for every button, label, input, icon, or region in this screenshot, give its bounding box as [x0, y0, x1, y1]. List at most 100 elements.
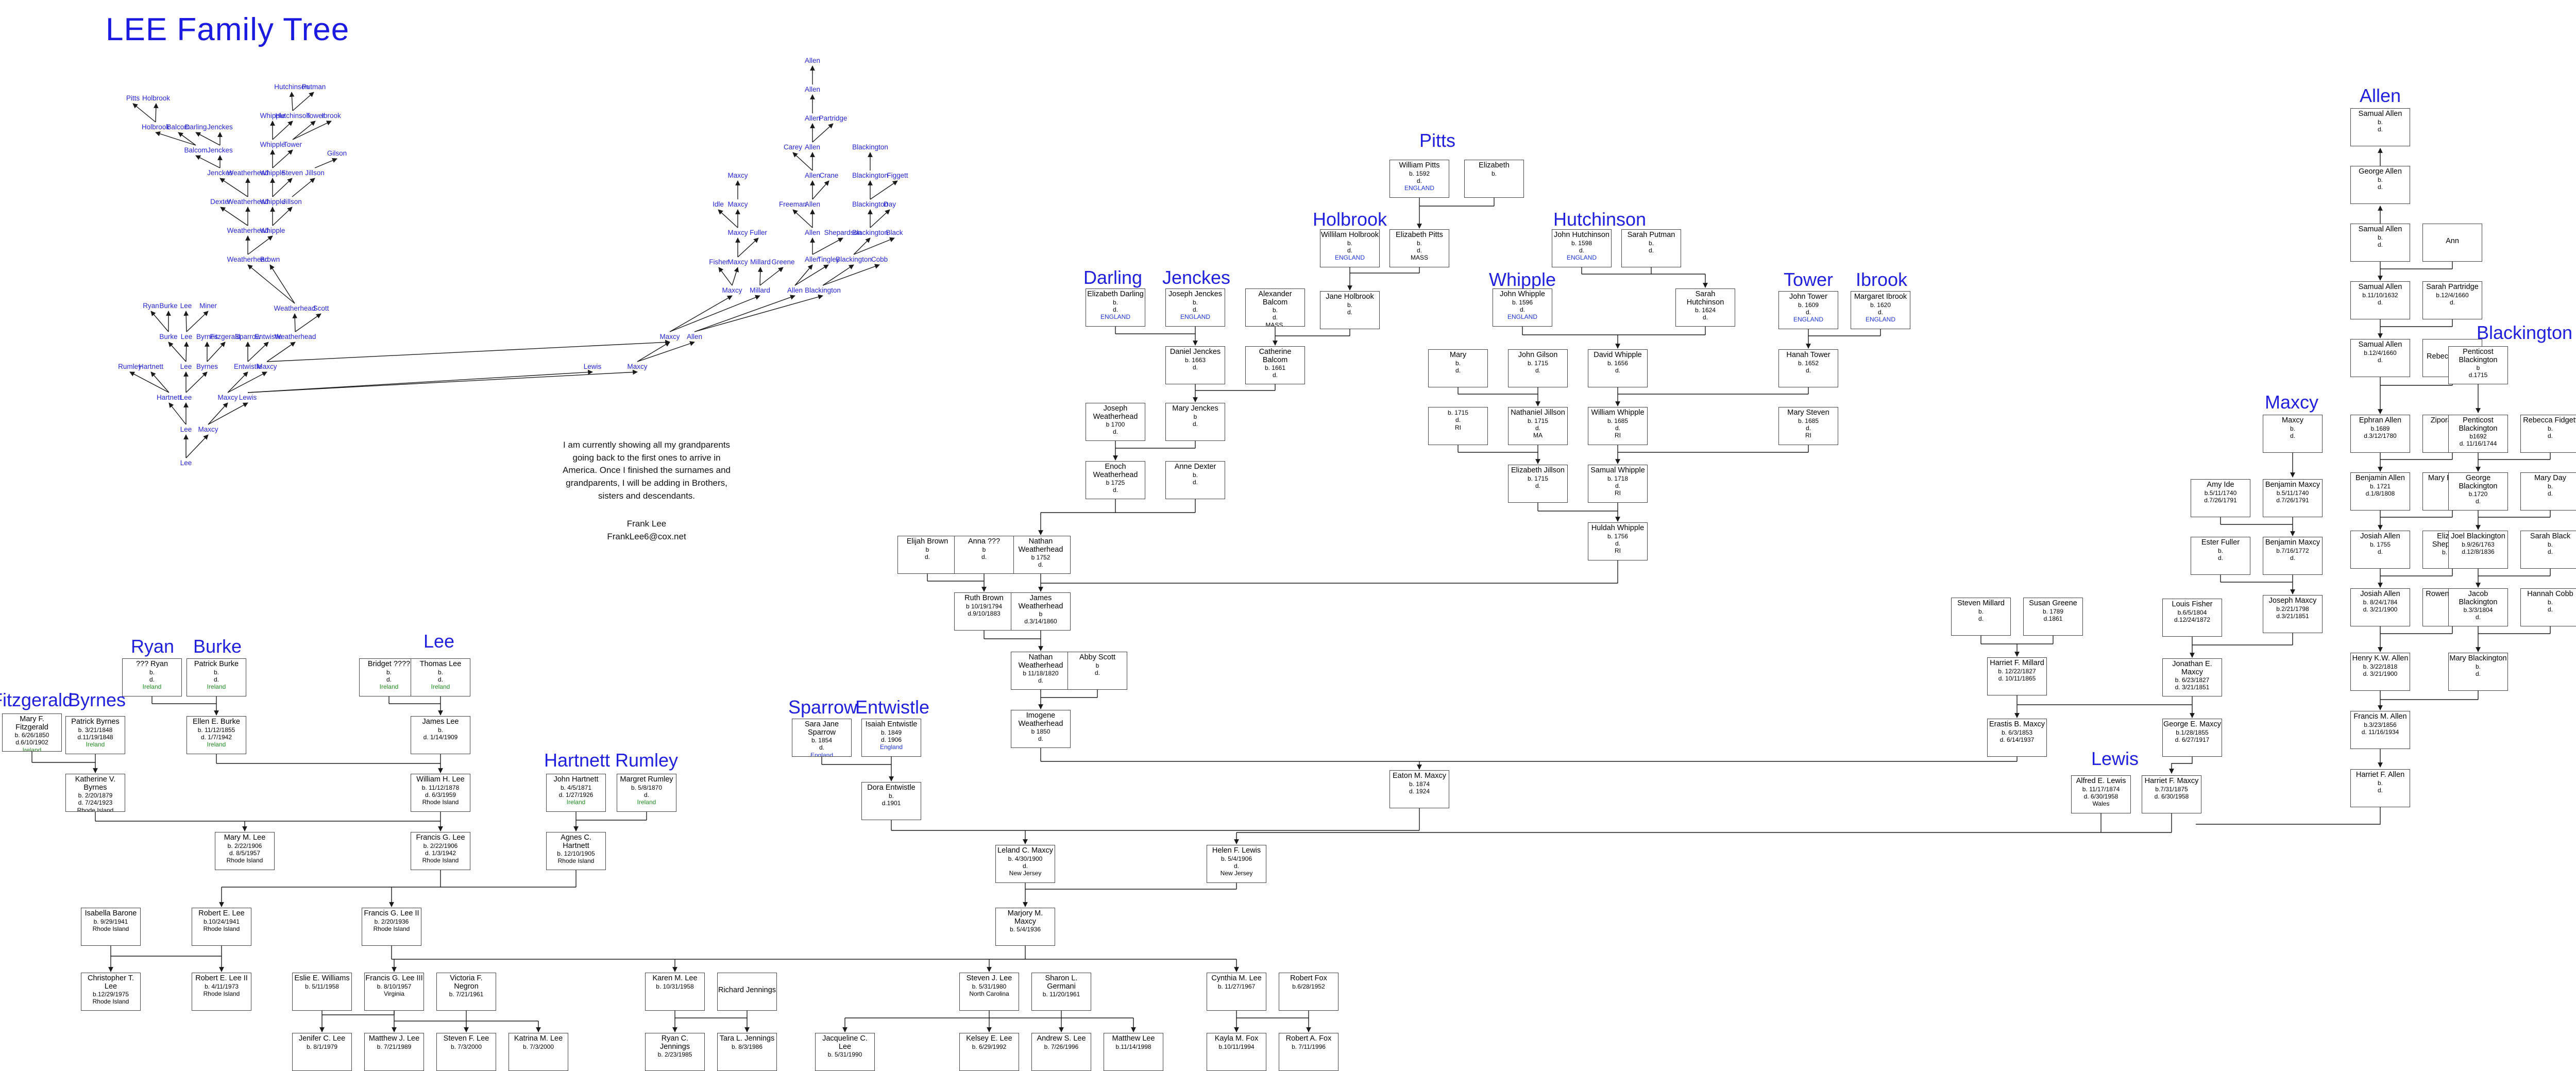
person-node-ann[interactable]: Ann	[2422, 224, 2482, 262]
